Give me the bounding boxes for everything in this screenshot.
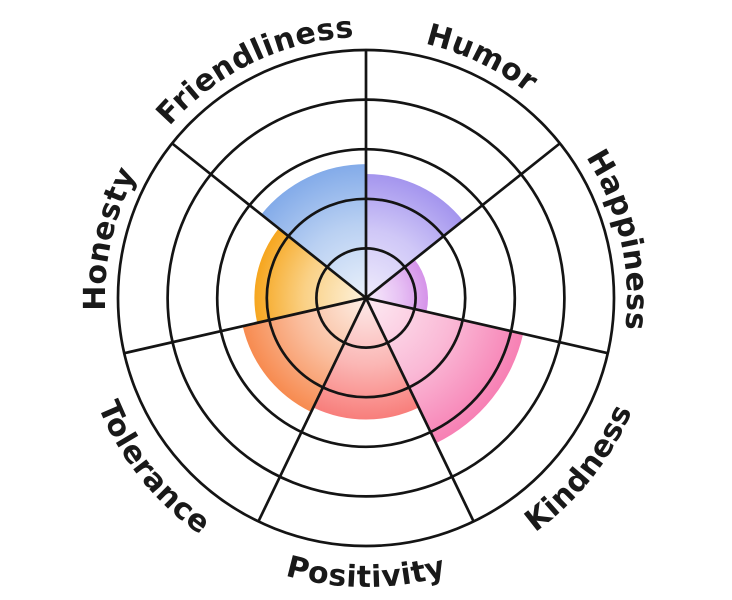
sector-fill-honesty <box>254 228 366 323</box>
sector-fill-tolerance <box>242 298 366 412</box>
grid-spoke-3 <box>364 297 475 523</box>
sector-fill-positivity <box>313 298 419 420</box>
polar-grid <box>116 48 616 548</box>
grid-spoke-1 <box>365 142 561 300</box>
sector-fill-friendliness <box>261 164 366 298</box>
category-label-text-positivity: Positivity <box>283 549 449 595</box>
category-label-tolerance: Tolerance <box>91 396 217 542</box>
grid-spoke-2 <box>365 296 609 355</box>
sector-fill-kindness <box>366 298 524 444</box>
category-label-happiness: Happiness <box>579 143 654 332</box>
sector-fill-humor <box>366 174 463 298</box>
grid-spoke-4 <box>257 297 368 523</box>
category-label-text-honesty: Honesty <box>78 161 144 310</box>
category-label-text-tolerance: Tolerance <box>91 396 217 542</box>
sector-fills <box>242 164 524 444</box>
grid-spoke-5 <box>123 296 367 355</box>
category-label-text-happiness: Happiness <box>579 143 654 332</box>
grid-spoke-6 <box>171 142 367 300</box>
category-label-friendliness: Friendliness <box>150 10 355 131</box>
category-label-text-friendliness: Friendliness <box>150 10 355 131</box>
category-label-honesty: Honesty <box>78 161 143 310</box>
category-label-text-kindness: Kindness <box>518 399 639 539</box>
category-label-positivity: Positivity <box>283 549 449 595</box>
category-label-kindness: Kindness <box>518 399 639 539</box>
category-label-text-humor: Humor <box>423 17 545 99</box>
sector-fill-happiness <box>366 259 429 312</box>
category-label-humor: Humor <box>423 17 544 99</box>
